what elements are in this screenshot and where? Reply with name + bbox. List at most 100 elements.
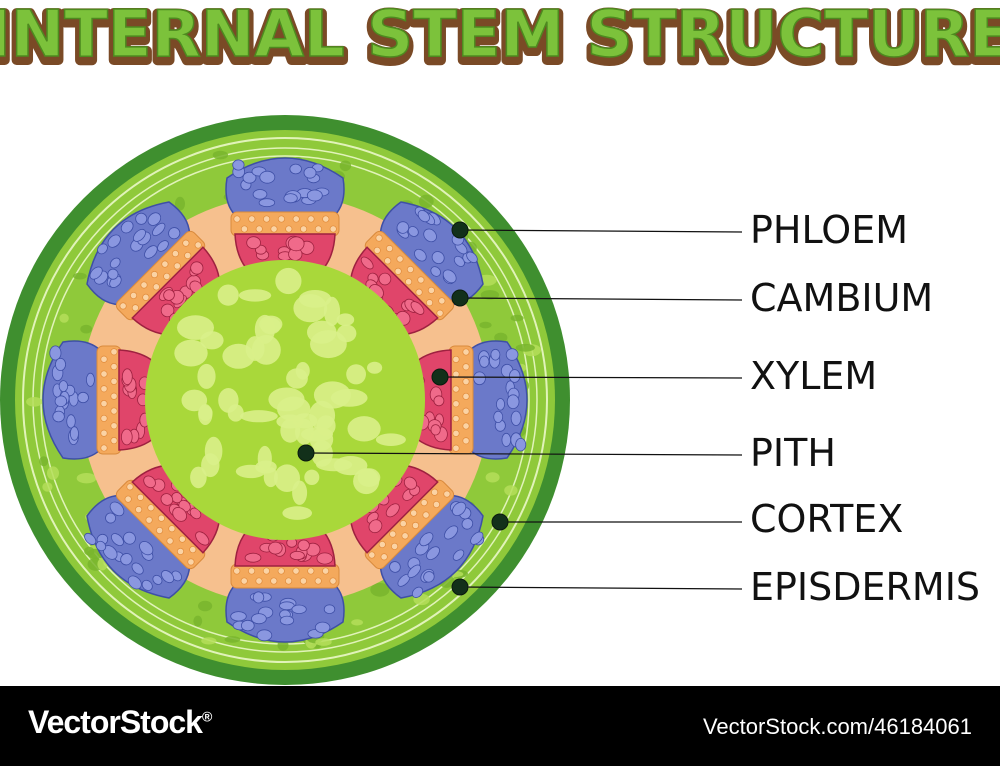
- phloem-cell: [49, 345, 62, 361]
- cambium-cell: [136, 493, 145, 501]
- cambium-cell: [110, 437, 118, 445]
- phloem-cell: [411, 586, 424, 598]
- xylem-cell: [368, 519, 383, 534]
- phloem-cell: [314, 621, 331, 634]
- phloem-cell: [510, 410, 522, 426]
- cambium-cell: [462, 422, 470, 430]
- xylem-cell: [121, 368, 133, 386]
- phloem-cell: [120, 553, 133, 566]
- phloem-cell: [291, 604, 307, 615]
- phloem-cell: [466, 251, 478, 264]
- pith-cell: [240, 410, 278, 423]
- cortex-cell: [39, 456, 49, 467]
- pith-cell: [274, 464, 300, 493]
- phloem-cell: [230, 611, 247, 622]
- cambium-cell: [300, 225, 308, 233]
- xylem-cell: [244, 552, 262, 563]
- cambium-cell: [131, 304, 139, 312]
- cortex-cell: [515, 343, 535, 352]
- cambium-cell: [176, 547, 185, 556]
- leader-dot-pith: [297, 444, 315, 462]
- registered-mark: ®: [201, 708, 212, 725]
- cortex-cell: [76, 473, 97, 484]
- pith-cell: [336, 324, 357, 343]
- cortex-cell: [494, 332, 508, 343]
- phloem-cell: [323, 604, 336, 614]
- pith-cell: [310, 330, 347, 359]
- leader-dot-cortex: [491, 513, 509, 531]
- cambium-cell: [322, 567, 330, 575]
- phloem-cell: [97, 243, 108, 255]
- brand-name: VectorStock: [28, 704, 203, 740]
- cortex-cell: [479, 321, 492, 329]
- pith-cell: [235, 464, 266, 479]
- cambium-cell: [452, 385, 460, 393]
- cambium-cell: [263, 215, 271, 223]
- pith-cell: [275, 267, 302, 295]
- xylem-cell: [190, 261, 204, 275]
- cambium-cell: [285, 577, 293, 585]
- phloem-cell: [426, 546, 440, 561]
- pith-cell: [174, 339, 208, 367]
- pith-cell: [260, 317, 281, 335]
- cambium-cell: [378, 540, 386, 549]
- phloem-cell: [423, 228, 437, 243]
- cambium-cell: [173, 262, 181, 270]
- cambium-cell: [394, 267, 402, 275]
- cambium-cell: [100, 370, 108, 378]
- cambium-cell: [329, 577, 337, 585]
- cortex-cell: [504, 485, 518, 496]
- cambium-cell: [415, 288, 423, 296]
- labels: PHLOEM CAMBIUM XYLEM PITH CORTEX EPISDER…: [750, 208, 980, 609]
- xylem-cell: [360, 256, 374, 270]
- xylem-cell: [195, 531, 210, 546]
- cambium-cell: [389, 530, 397, 538]
- pith-cell: [197, 363, 216, 389]
- phloem-cell: [109, 257, 121, 269]
- cambium-cell: [292, 215, 300, 223]
- leader-line-epidermis: [459, 586, 743, 590]
- cortex-cell: [47, 466, 59, 480]
- leader-dot-phloem: [451, 221, 469, 239]
- cambium-cell: [452, 370, 460, 378]
- pith-cell: [347, 416, 381, 442]
- phloem-cell: [161, 570, 175, 584]
- phloem-cell: [414, 248, 427, 262]
- cambium-cell: [110, 377, 118, 385]
- cambium-band: [96, 345, 122, 455]
- phloem-cell: [396, 221, 410, 234]
- cambium-cell: [110, 407, 118, 415]
- cambium-band: [448, 345, 474, 455]
- cortex-cell: [315, 638, 332, 646]
- cambium-cell: [405, 278, 413, 286]
- phloem-cell: [389, 561, 401, 573]
- cortex-cell: [224, 636, 241, 643]
- cortex-cell: [72, 272, 87, 280]
- cambium-cell: [248, 567, 256, 575]
- phloem-cell: [85, 372, 95, 387]
- phloem-cell: [105, 512, 117, 524]
- cambium-cell: [368, 551, 376, 559]
- cambium-cell: [255, 225, 263, 233]
- cambium-cell: [406, 265, 414, 274]
- cambium-cell: [182, 239, 190, 247]
- cortex-cell: [59, 313, 69, 323]
- cambium-cell: [314, 225, 322, 233]
- cambium-cell: [462, 392, 470, 400]
- cambium-cell: [401, 532, 409, 540]
- xylem-cell: [172, 507, 187, 522]
- cambium-cell: [385, 244, 394, 253]
- cambium-cell: [462, 363, 470, 371]
- phloem-cell: [89, 266, 103, 280]
- diagram-canvas: INTERNAL STEM STRUCTURE INTERNAL STEM ST…: [0, 0, 1000, 685]
- cambium-cell: [110, 363, 118, 371]
- cambium-cell: [307, 567, 315, 575]
- phloem-cell: [407, 226, 419, 237]
- footer-bar: VectorStock® VectorStock.com/46184061: [0, 686, 1000, 766]
- title-text: INTERNAL STEM STRUCTURE: [0, 0, 1000, 72]
- cambium-cell: [452, 400, 460, 408]
- cortex-cell: [480, 290, 500, 300]
- cortex-cell: [198, 600, 213, 612]
- cambium-cell: [171, 250, 179, 258]
- cambium-cell: [411, 521, 420, 529]
